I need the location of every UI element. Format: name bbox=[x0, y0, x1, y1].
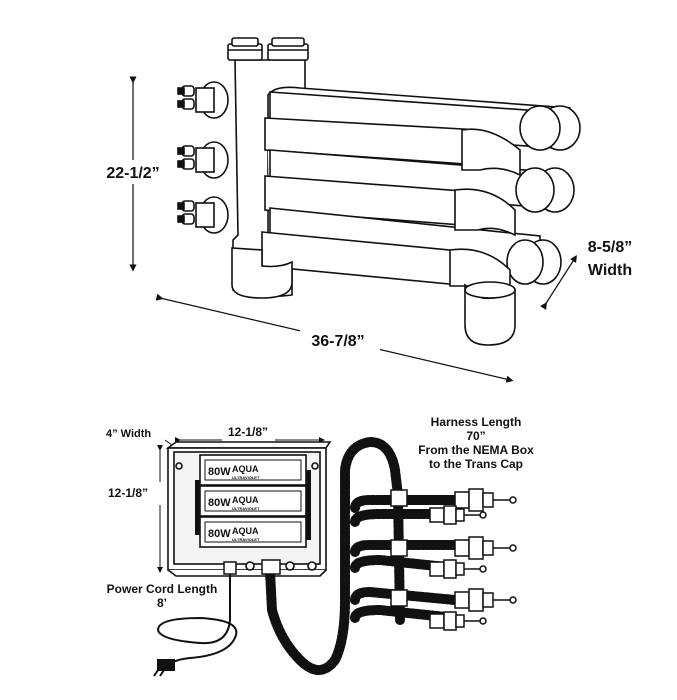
trans-cap-connectors bbox=[429, 488, 517, 631]
power-cord bbox=[153, 561, 238, 677]
ballast-2: 80W AQUA ULTRAVIOLET bbox=[199, 485, 307, 517]
lamp-fitting-3 bbox=[177, 196, 229, 234]
length-label: 36-7/8” bbox=[311, 333, 364, 350]
ballast-3-watt: 80W bbox=[208, 528, 231, 540]
trans-cap-4 bbox=[429, 559, 487, 579]
wire-bundle-left bbox=[195, 480, 200, 535]
lamp-fitting-2 bbox=[177, 141, 229, 179]
box-depth-label: 4” Width bbox=[106, 428, 151, 440]
rear-manifold-2 bbox=[454, 188, 516, 237]
lamp-fitting-1 bbox=[177, 81, 229, 119]
height-label: 22-1/2” bbox=[106, 165, 159, 182]
power-cord-title: Power Cord Length bbox=[107, 582, 218, 596]
ballast-1-watt: 80W bbox=[208, 466, 231, 478]
harness-gland bbox=[261, 559, 281, 575]
trans-cap-5 bbox=[454, 588, 517, 612]
rear-manifold bbox=[461, 128, 521, 177]
trans-cap-1 bbox=[454, 488, 517, 512]
ballast-1-sub: ULTRAVIOLET bbox=[232, 475, 260, 480]
trans-cap-2 bbox=[429, 505, 487, 525]
ballast-3-sub: ULTRAVIOLET bbox=[232, 537, 260, 542]
trans-cap-6 bbox=[429, 611, 487, 631]
top-cap-right bbox=[267, 37, 309, 61]
harness-value: 70” bbox=[466, 429, 485, 443]
ballast-1: 80W AQUA ULTRAVIOLET bbox=[199, 454, 307, 486]
wire-bundle-right bbox=[306, 470, 311, 540]
ballast-3: 80W AQUA ULTRAVIOLET bbox=[199, 516, 307, 548]
harness-junctions bbox=[390, 489, 408, 607]
width-word-label: Width bbox=[588, 262, 632, 279]
width-value-label: 8-5/8” bbox=[588, 239, 632, 256]
ballast-3-brand: AQUA bbox=[232, 526, 259, 536]
ballast-2-sub: ULTRAVIOLET bbox=[232, 506, 260, 511]
top-cap-left bbox=[227, 37, 263, 61]
ballast-2-brand: AQUA bbox=[232, 495, 259, 505]
power-cord-value: 8’ bbox=[157, 596, 167, 610]
ballast-2-watt: 80W bbox=[208, 497, 231, 509]
ballast-1-brand: AQUA bbox=[232, 464, 259, 474]
box-height-label: 12-1/8” bbox=[108, 486, 148, 500]
harness-title: Harness Length bbox=[431, 415, 522, 429]
uv-unit-assembly bbox=[177, 37, 581, 346]
width-dimension-line bbox=[540, 254, 577, 310]
trans-cap-3 bbox=[454, 536, 517, 560]
box-width-label: 12-1/8” bbox=[228, 425, 268, 439]
harness-line3: From the NEMA Box bbox=[418, 443, 534, 457]
harness-line4: to the Trans Cap bbox=[429, 457, 523, 471]
